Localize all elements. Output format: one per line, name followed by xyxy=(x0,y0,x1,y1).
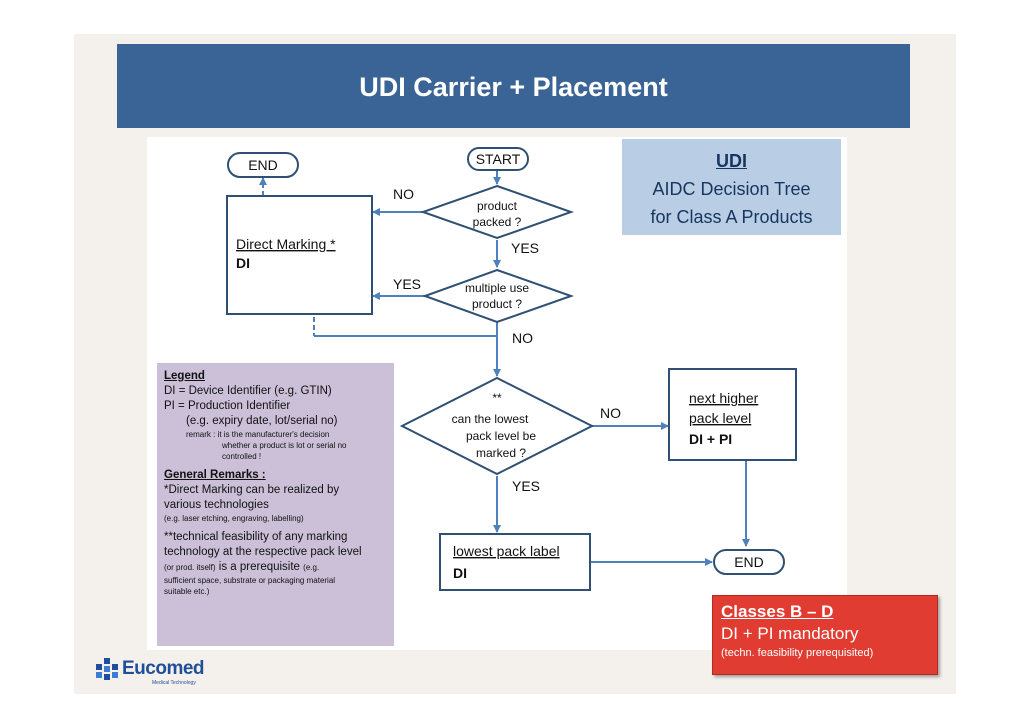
legend-heading: Legend xyxy=(164,370,205,382)
direct-marking-label: Direct Marking * xyxy=(236,236,336,252)
general-remarks-tech-line2: technology at the respective pack level xyxy=(164,546,362,558)
decision-multiple-use-line1: multiple use xyxy=(465,281,529,295)
general-remarks-direct-examples: (e.g. laser etching, engraving, labellin… xyxy=(164,514,304,523)
general-remarks-direct-line2: various technologies xyxy=(164,499,269,511)
decision-product-packed-line2: packed ? xyxy=(473,215,522,229)
legend-di: DI = Device Identifier (e.g. GTIN) xyxy=(164,385,332,397)
lowest-pack-label: lowest pack label xyxy=(453,543,560,559)
general-remarks-tech-line1: **technical feasibility of any marking xyxy=(164,531,348,543)
lowest-pack-label-box xyxy=(439,533,591,591)
next-higher-pack-line1: next higher xyxy=(689,390,759,406)
legend-panel: Legend DI = Device Identifier (e.g. GTIN… xyxy=(157,363,394,646)
branch-label-yes-2: YES xyxy=(393,276,421,292)
start-node xyxy=(467,147,529,171)
general-remarks-tech-line3a: (or prod. itself) xyxy=(164,563,216,572)
end-node-bottom xyxy=(713,549,785,575)
decision-multiple-use xyxy=(422,268,575,324)
end-node-top-label: END xyxy=(248,157,278,173)
classes-line: DI + PI mandatory xyxy=(721,624,859,643)
general-remarks-tech-line3b: is a prerequisite xyxy=(215,561,304,573)
legend-remark-line3: controlled ! xyxy=(222,452,262,461)
general-remarks-tech-line3c: (e.g. xyxy=(303,563,320,572)
direct-marking-value: DI xyxy=(236,255,250,271)
next-higher-pack-box xyxy=(668,368,797,461)
general-remarks-tech-line4: sufficient space, substrate or packaging… xyxy=(164,576,336,585)
branch-label-no-1: NO xyxy=(393,186,414,202)
next-higher-pack-line2: pack level xyxy=(689,410,751,426)
general-remarks-heading: General Remarks : xyxy=(164,469,266,481)
classes-heading: Classes B – D xyxy=(721,602,834,621)
branch-label-yes-1: YES xyxy=(511,240,539,256)
decision-product-packed xyxy=(419,184,575,240)
decision-lowest-pack-marked-line4: marked ? xyxy=(476,446,526,460)
general-remarks-direct-line1: *Direct Marking can be realized by xyxy=(164,484,340,496)
classes-b-d-box: Classes B – D DI + PI mandatory (techn. … xyxy=(712,595,938,675)
lowest-pack-value: DI xyxy=(453,565,467,581)
title-bar: UDI Carrier + Placement xyxy=(117,44,910,128)
general-remarks-tech-line3: (or prod. itself) is a prerequisite (e.g… xyxy=(164,560,388,575)
decision-lowest-pack-marked xyxy=(399,376,595,476)
decision-product-packed-line1: product xyxy=(477,199,518,213)
direct-marking-box xyxy=(226,195,373,315)
end-node-top xyxy=(227,152,299,178)
decision-multiple-use-line2: product ? xyxy=(472,297,522,311)
udi-decision-tree-box: UDI AIDC Decision Tree for Class A Produ… xyxy=(622,139,841,235)
classes-note: (techn. feasibility prerequisited) xyxy=(721,647,874,659)
legend-remark-line2: whether a product is lot or serial no xyxy=(222,441,347,450)
legend-pi-detail: (e.g. expiry date, lot/serial no) xyxy=(186,415,338,427)
decision-lowest-pack-marked-line2: can the lowest xyxy=(452,412,529,426)
eucomed-logo-text: Eucomed xyxy=(122,658,205,679)
branch-label-yes-3: YES xyxy=(512,478,540,494)
eucomed-logo-mark xyxy=(96,658,118,680)
eucomed-logo: Eucomed Medical Technology xyxy=(96,655,216,689)
page-title: UDI Carrier + Placement xyxy=(359,72,668,102)
udi-box-line2: for Class A Products xyxy=(650,207,813,227)
udi-box-title: UDI xyxy=(716,151,747,171)
legend-remark-line1: remark : it is the manufacturer's decisi… xyxy=(186,430,330,439)
end-node-bottom-label: END xyxy=(734,554,764,570)
general-remarks-tech-line5: suitable etc.) xyxy=(164,587,210,596)
udi-box-line1: AIDC Decision Tree xyxy=(652,179,811,199)
branch-label-no-2: NO xyxy=(512,330,533,346)
start-node-label: START xyxy=(476,151,521,167)
legend-pi: PI = Production Identifier xyxy=(164,400,291,412)
next-higher-pack-value: DI + PI xyxy=(689,431,732,447)
decision-lowest-pack-marked-line3: pack level be xyxy=(466,429,536,443)
decision-lowest-pack-marked-line1: ** xyxy=(492,391,502,405)
eucomed-logo-tagline: Medical Technology xyxy=(152,680,196,686)
branch-label-no-3: NO xyxy=(600,405,621,421)
